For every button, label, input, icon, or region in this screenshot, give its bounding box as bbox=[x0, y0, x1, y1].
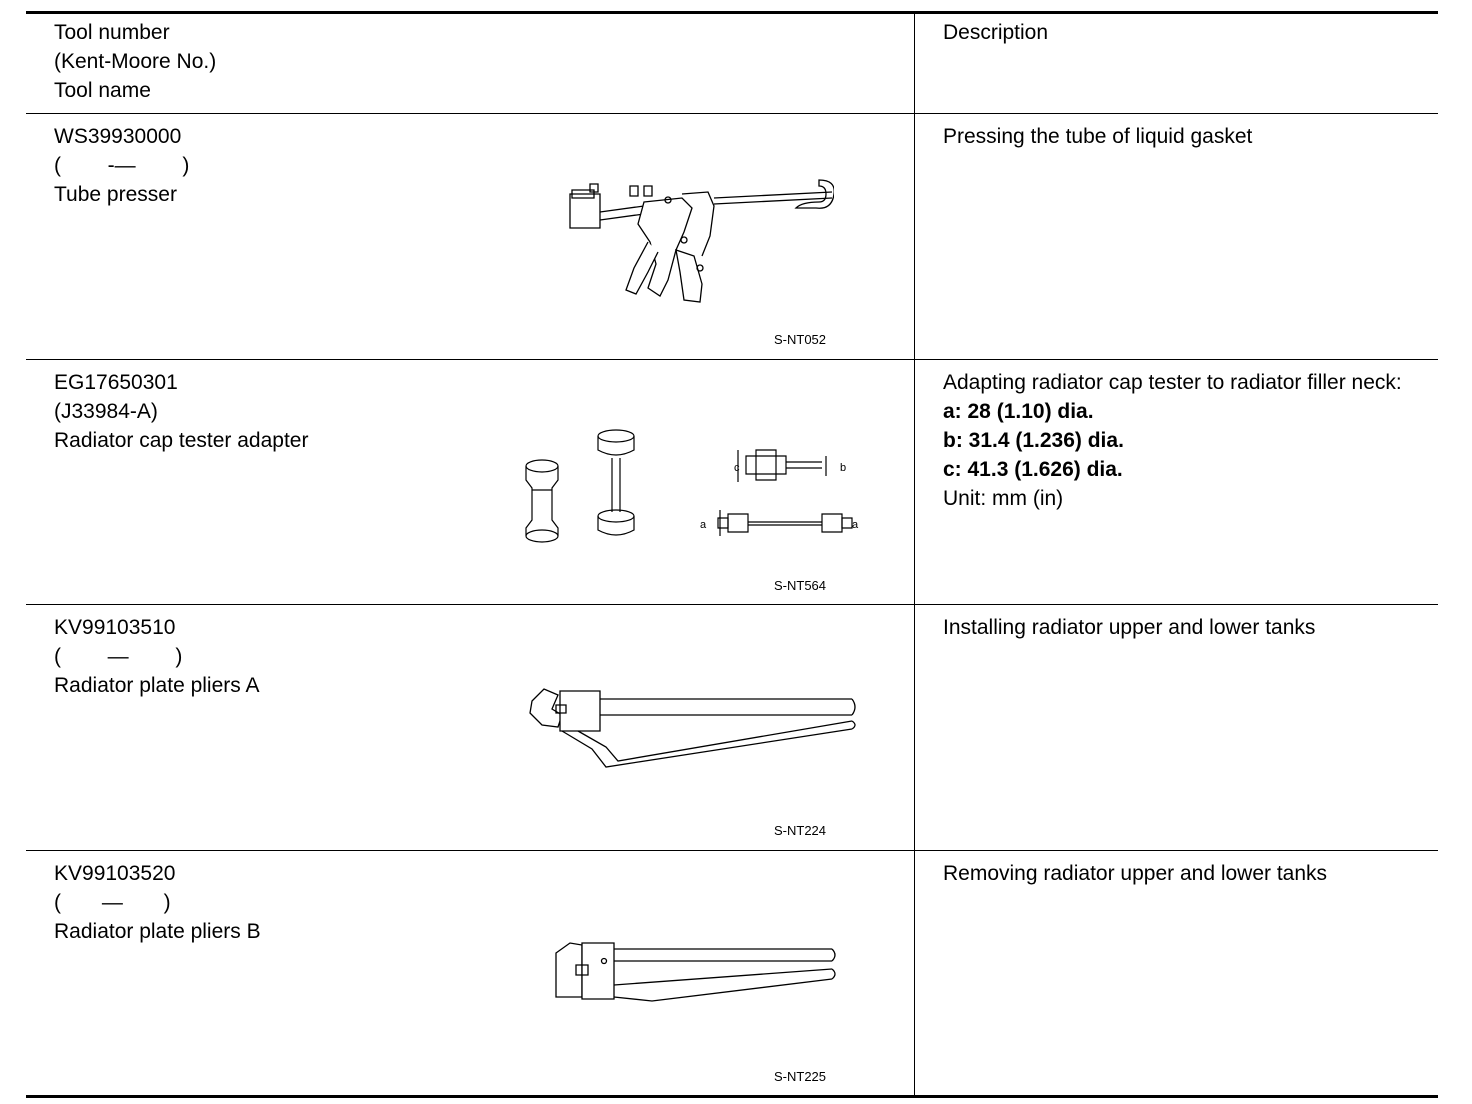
row-rule bbox=[26, 850, 1438, 851]
tool-number: KV99103520 bbox=[54, 862, 176, 885]
tool-id-cell: KV99103520 ( — ) Radiator plate pliers B bbox=[54, 859, 261, 946]
dimension-label: c bbox=[734, 462, 740, 474]
kent-moore-number: ( — ) bbox=[54, 891, 171, 914]
row-rule bbox=[26, 359, 1438, 360]
dimension-label: a bbox=[700, 519, 707, 531]
tool-name: Tube presser bbox=[54, 183, 177, 206]
table-row: WS39930000 ( -— ) Tube presser S-NT0 bbox=[26, 114, 1438, 359]
table-row: KV99103520 ( — ) Radiator plate pliers B… bbox=[26, 851, 1438, 1095]
dimension-label: b bbox=[840, 462, 846, 474]
dimension-c: c: 41.3 (1.626) dia. bbox=[943, 458, 1123, 481]
table-header: Tool number (Kent-Moore No.) Tool name D… bbox=[26, 14, 1438, 113]
header-tool-column: Tool number (Kent-Moore No.) Tool name bbox=[54, 18, 216, 105]
tool-number: WS39930000 bbox=[54, 125, 182, 148]
description-line: Pressing the tube of liquid gasket bbox=[943, 125, 1253, 148]
kent-moore-number: ( -— ) bbox=[54, 154, 190, 177]
tool-name: Radiator plate pliers A bbox=[54, 674, 260, 697]
table-row: KV99103510 ( — ) Radiator plate pliers A… bbox=[26, 605, 1438, 850]
tube-presser-illustration bbox=[564, 172, 834, 312]
tool-id-cell: WS39930000 ( -— ) Tube presser bbox=[54, 122, 189, 209]
header-description: Description bbox=[943, 21, 1049, 44]
tool-number: EG17650301 bbox=[54, 371, 178, 394]
tool-id-cell: KV99103510 ( — ) Radiator plate pliers A bbox=[54, 613, 259, 700]
table-top-rule bbox=[26, 11, 1438, 14]
tool-id-cell: EG17650301 (J33984-A) Radiator cap teste… bbox=[54, 368, 308, 455]
header-rule bbox=[26, 113, 1438, 114]
header-tool-name: Tool name bbox=[54, 79, 151, 102]
column-divider bbox=[914, 11, 915, 1097]
tool-name: Radiator cap tester adapter bbox=[54, 429, 309, 452]
description-cell: Removing radiator upper and lower tanks bbox=[943, 859, 1413, 888]
cap-tester-adapter-illustration: c b a a bbox=[522, 428, 859, 548]
dimension-b: b: 31.4 (1.236) dia. bbox=[943, 429, 1124, 452]
description-cell: Installing radiator upper and lower tank… bbox=[943, 613, 1413, 642]
figure-code: S-NT225 bbox=[774, 1069, 827, 1084]
description-line: Removing radiator upper and lower tanks bbox=[943, 862, 1328, 885]
tool-number: KV99103510 bbox=[54, 616, 176, 639]
description-cell: Adapting radiator cap tester to radiator… bbox=[943, 368, 1413, 513]
table-row: EG17650301 (J33984-A) Radiator cap teste… bbox=[26, 360, 1438, 604]
table-bottom-rule bbox=[26, 1095, 1438, 1098]
figure-code: S-NT052 bbox=[774, 332, 827, 347]
description-line: Installing radiator upper and lower tank… bbox=[943, 616, 1316, 639]
unit-note: Unit: mm (in) bbox=[943, 487, 1064, 510]
dimension-a: a: 28 (1.10) dia. bbox=[943, 400, 1094, 423]
description-cell: Pressing the tube of liquid gasket bbox=[943, 122, 1413, 151]
plate-pliers-a-illustration bbox=[522, 685, 862, 785]
tool-name: Radiator plate pliers B bbox=[54, 920, 261, 943]
kent-moore-number: ( — ) bbox=[54, 645, 183, 668]
header-tool-number: Tool number bbox=[54, 21, 170, 44]
figure-code: S-NT564 bbox=[774, 578, 827, 593]
header-kent-moore: (Kent-Moore No.) bbox=[54, 50, 217, 73]
dimension-label: a bbox=[852, 519, 859, 531]
kent-moore-number: (J33984-A) bbox=[54, 400, 158, 423]
plate-pliers-b-illustration bbox=[552, 939, 842, 1009]
row-rule bbox=[26, 604, 1438, 605]
figure-code: S-NT224 bbox=[774, 823, 827, 838]
description-line: Adapting radiator cap tester to radiator… bbox=[943, 371, 1402, 394]
